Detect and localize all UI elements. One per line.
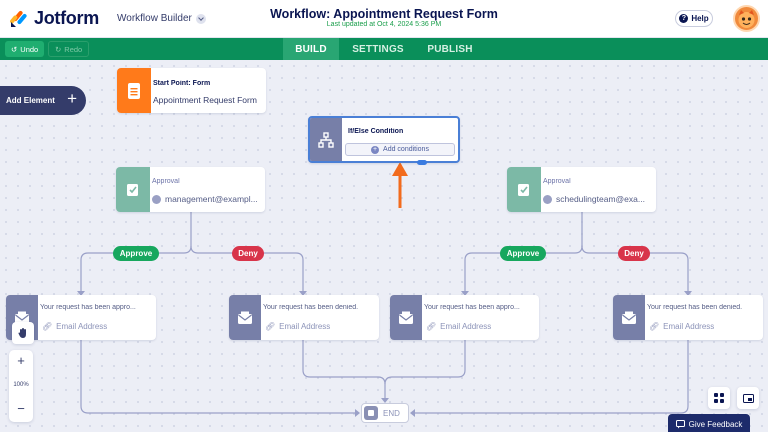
add-conditions-label: Add conditions <box>383 146 429 153</box>
help-label: Help <box>691 14 709 23</box>
email-1-subtitle: 🔗︎Email Address <box>42 322 107 331</box>
approval-left-assignee-text: management@exampl... <box>165 194 258 204</box>
page-title: Workflow: Appointment Request Form <box>270 7 498 21</box>
zoom-out-button[interactable]: − <box>17 401 25 416</box>
email-4-title: Your request has been denied. <box>647 304 743 311</box>
link-icon: 🔗︎ <box>265 322 276 331</box>
email-icon <box>229 295 261 340</box>
redo-label: Redo <box>64 44 83 54</box>
add-conditions-button[interactable]: + Add conditions <box>345 143 455 156</box>
approval-right-title: Approval <box>543 178 571 185</box>
zoom-level: 100% <box>13 382 29 388</box>
email-3-subtitle: 🔗︎Email Address <box>426 322 491 331</box>
annotation-arrow <box>392 162 408 208</box>
condition-output-handle[interactable] <box>417 160 427 165</box>
approve-branch-label-left[interactable]: Approve <box>113 246 159 261</box>
approval-right-assignee-text: schedulingteam@exa... <box>556 194 645 204</box>
minimap-button[interactable] <box>737 387 759 409</box>
email-icon <box>390 295 422 340</box>
approval-node-right[interactable]: Approval schedulingteam@exa... <box>507 167 656 212</box>
chevron-down-icon <box>195 13 206 24</box>
help-button[interactable]: ? Help <box>675 10 713 27</box>
email-node-2[interactable]: Your request has been denied. 🔗︎Email Ad… <box>229 295 379 340</box>
zoom-in-button[interactable]: + <box>17 353 25 368</box>
deny-branch-label-right[interactable]: Deny <box>618 246 650 261</box>
user-icon <box>543 194 552 204</box>
start-node-subtitle: Appointment Request Form <box>153 95 257 105</box>
last-updated-text: Last updated at Oct 4, 2024 5:36 PM <box>326 21 442 28</box>
approval-right-assignee: schedulingteam@exa... <box>543 194 645 204</box>
tab-publish[interactable]: PUBLISH <box>427 43 473 55</box>
branch-icon <box>310 118 342 161</box>
form-icon <box>117 68 151 113</box>
minimap-icon <box>742 393 754 403</box>
jotform-logo[interactable]: Jotform <box>9 8 99 29</box>
email-1-subtitle-text: Email Address <box>56 322 108 331</box>
workspace-dropdown[interactable]: Workflow Builder <box>117 13 206 24</box>
email-2-subtitle: 🔗︎Email Address <box>265 322 330 331</box>
link-icon: 🔗︎ <box>42 322 53 331</box>
deny-branch-label-left[interactable]: Deny <box>232 246 264 261</box>
approval-node-left[interactable]: Approval management@exampl... <box>116 167 265 212</box>
app-header: Jotform Workflow Builder Workflow: Appoi… <box>0 0 768 38</box>
tab-settings[interactable]: SETTINGS <box>352 43 404 55</box>
feedback-icon <box>675 419 685 428</box>
undo-label: Undo <box>20 44 39 54</box>
apps-view-button[interactable] <box>708 387 730 409</box>
redo-button[interactable]: ↻ Redo <box>48 41 90 57</box>
email-2-title: Your request has been denied. <box>263 304 359 311</box>
if-else-condition-node[interactable]: If/Else Condition + Add conditions <box>308 116 460 163</box>
add-element-button[interactable]: Add Element + <box>0 86 86 115</box>
email-4-subtitle: 🔗︎Email Address <box>649 322 714 331</box>
tab-build[interactable]: BUILD <box>283 38 339 60</box>
user-icon <box>152 194 161 204</box>
brand-name: Jotform <box>34 8 99 28</box>
approval-left-title: Approval <box>152 178 180 185</box>
jotform-logo-icon <box>10 10 27 27</box>
pan-tool-button[interactable] <box>12 322 34 344</box>
approve-branch-label-right[interactable]: Approve <box>500 246 546 261</box>
end-node[interactable]: END <box>361 403 409 423</box>
stop-icon <box>364 406 378 420</box>
question-icon: ? <box>679 14 689 23</box>
email-2-subtitle-text: Email Address <box>279 322 331 331</box>
link-icon: 🔗︎ <box>649 322 660 331</box>
avatar-face-icon <box>738 10 755 28</box>
start-node-title: Start Point: Form <box>153 80 211 87</box>
user-avatar[interactable] <box>733 5 760 32</box>
approval-left-assignee: management@exampl... <box>152 194 258 204</box>
condition-node-title: If/Else Condition <box>348 128 404 135</box>
plus-icon: + <box>67 89 77 108</box>
email-node-4[interactable]: Your request has been denied. 🔗︎Email Ad… <box>613 295 763 340</box>
email-node-3[interactable]: Your request has been appro... 🔗︎Email A… <box>390 295 539 340</box>
start-point-node[interactable]: Start Point: Form Appointment Request Fo… <box>117 68 266 113</box>
email-3-title: Your request has been appro... <box>424 304 520 311</box>
zoom-controls: + 100% − <box>9 350 33 422</box>
undo-icon: ↺ <box>11 44 18 54</box>
approval-icon <box>116 167 150 212</box>
redo-icon: ↻ <box>55 44 62 54</box>
grid-icon <box>714 393 724 403</box>
email-1-title: Your request has been appro... <box>40 304 136 311</box>
feedback-label: Give Feedback <box>688 419 743 429</box>
link-icon: 🔗︎ <box>426 322 437 331</box>
end-label: END <box>383 408 400 418</box>
email-icon <box>613 295 645 340</box>
builder-toolbar: ↺ Undo ↻ Redo BUILD SETTINGS PUBLISH <box>0 38 768 60</box>
approval-icon <box>507 167 541 212</box>
give-feedback-button[interactable]: Give Feedback <box>668 414 750 432</box>
hand-icon <box>18 328 26 338</box>
undo-button[interactable]: ↺ Undo <box>5 41 45 57</box>
plus-circle-icon: + <box>371 145 380 154</box>
email-4-subtitle-text: Email Address <box>663 322 715 331</box>
email-3-subtitle-text: Email Address <box>440 322 492 331</box>
add-element-label: Add Element <box>6 96 55 105</box>
workspace-label: Workflow Builder <box>117 13 192 24</box>
